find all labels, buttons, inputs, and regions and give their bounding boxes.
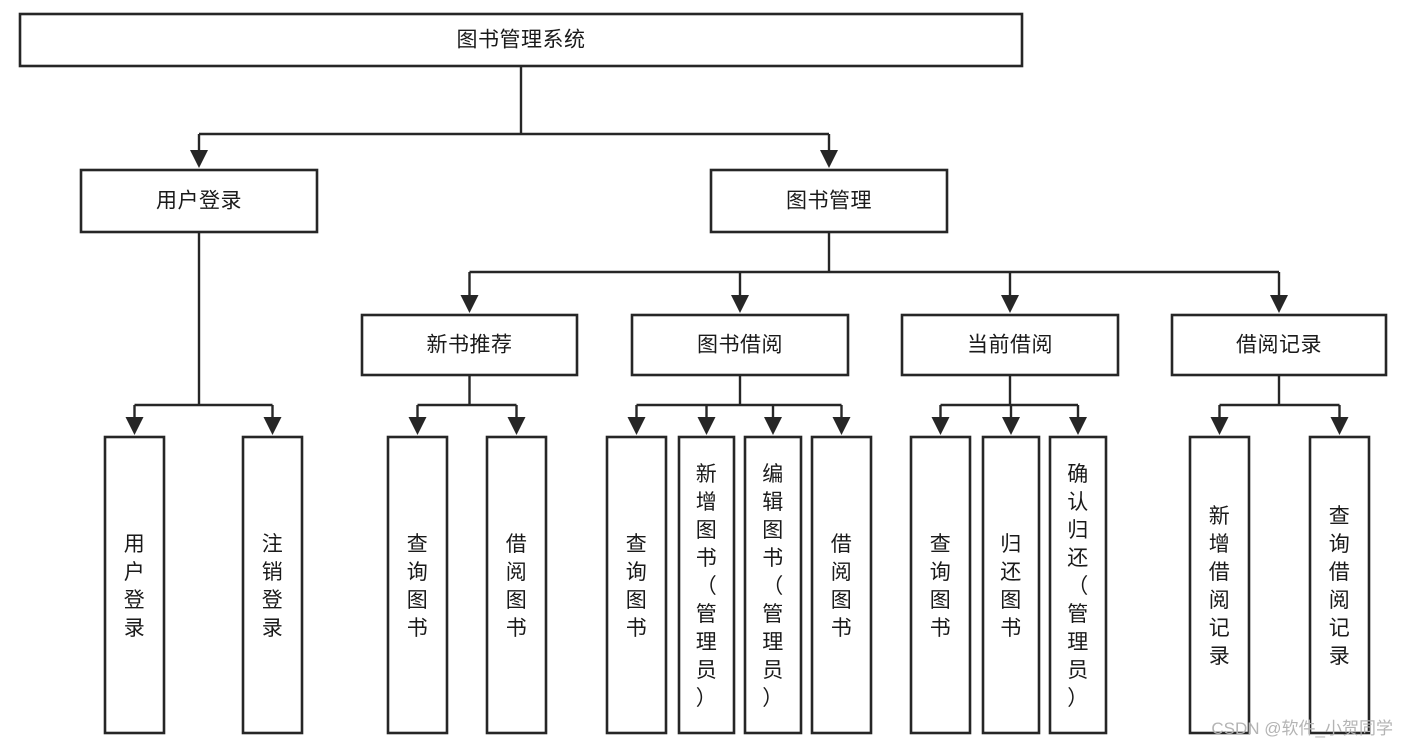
- node-leaf-1-label: 注销登录: [262, 533, 284, 640]
- arrow-head-icon: [1210, 417, 1229, 435]
- arrow-head-icon: [1330, 417, 1349, 435]
- node-leaf-12[interactable]: 查询借阅记录: [1308, 435, 1371, 735]
- arrow-head-icon: [190, 150, 208, 168]
- node-leaf-5-label: 新增图书（管理员）: [696, 463, 718, 710]
- node-level2-1-label: 图书借阅: [697, 334, 783, 357]
- node-leaf-11-box[interactable]: [1188, 435, 1251, 735]
- node-leaf-10-label: 确认归还（管理员）: [1067, 463, 1089, 710]
- node-leaf-8[interactable]: 查询图书: [909, 435, 972, 735]
- node-level2-0-box[interactable]: [360, 313, 579, 377]
- arrow-head-icon: [832, 417, 851, 435]
- arrow-head-icon: [507, 417, 526, 435]
- node-leaf-3-label: 借阅图书: [506, 533, 528, 640]
- node-leaf-8-label: 查询图书: [930, 533, 952, 640]
- node-leaf-9[interactable]: 归还图书: [981, 435, 1041, 735]
- node-level1-1[interactable]: 图书管理: [709, 168, 949, 234]
- node-level2-3-label: 借阅记录: [1236, 334, 1322, 357]
- node-leaf-5-box[interactable]: [677, 435, 736, 735]
- node-level2-2-label: 当前借阅: [967, 334, 1053, 357]
- node-root-label: 图书管理系统: [457, 29, 586, 52]
- node-leaf-7-box[interactable]: [810, 435, 873, 735]
- node-leaf-8-box[interactable]: [909, 435, 972, 735]
- arrow-head-icon: [125, 417, 144, 435]
- node-leaf-5[interactable]: 新增图书（管理员）: [677, 435, 736, 735]
- node-root-box[interactable]: [18, 12, 1024, 68]
- node-leaf-3-box[interactable]: [485, 435, 548, 735]
- node-leaf-9-label: 归还图书: [1000, 533, 1022, 640]
- node-leaf-11[interactable]: 新增借阅记录: [1188, 435, 1251, 735]
- node-leaf-6[interactable]: 编辑图书（管理员）: [743, 435, 803, 735]
- node-level1-0-box[interactable]: [79, 168, 319, 234]
- node-root[interactable]: 图书管理系统: [18, 12, 1024, 68]
- arrow-head-icon: [764, 417, 782, 435]
- arrow-head-icon: [697, 417, 716, 435]
- arrow-head-icon: [1002, 417, 1020, 435]
- node-leaf-3[interactable]: 借阅图书: [485, 435, 548, 735]
- arrow-head-icon: [1270, 295, 1288, 313]
- node-leaf-4-box[interactable]: [605, 435, 668, 735]
- node-level2-1[interactable]: 图书借阅: [630, 313, 850, 377]
- node-level2-3-box[interactable]: [1170, 313, 1388, 377]
- arrow-head-icon: [627, 417, 646, 435]
- arrow-head-icon: [1069, 417, 1087, 435]
- node-leaf-12-box[interactable]: [1308, 435, 1371, 735]
- node-leaf-11-label: 新增借阅记录: [1209, 505, 1231, 668]
- node-level1-1-label: 图书管理: [786, 190, 872, 213]
- node-leaf-4[interactable]: 查询图书: [605, 435, 668, 735]
- node-leaf-2[interactable]: 查询图书: [386, 435, 449, 735]
- node-leaf-12-label: 查询借阅记录: [1329, 505, 1351, 668]
- node-level2-2[interactable]: 当前借阅: [900, 313, 1120, 377]
- arrow-head-icon: [408, 417, 427, 435]
- node-leaf-10-box[interactable]: [1048, 435, 1108, 735]
- arrow-head-icon: [931, 417, 950, 435]
- arrow-head-icon: [263, 417, 282, 435]
- node-level1-0[interactable]: 用户登录: [79, 168, 319, 234]
- node-leaf-2-box[interactable]: [386, 435, 449, 735]
- node-level1-0-label: 用户登录: [156, 190, 242, 213]
- node-leaf-6-label: 编辑图书（管理员）: [762, 463, 784, 710]
- node-leaf-0-label: 用户登录: [124, 533, 146, 640]
- node-leaf-1-box[interactable]: [241, 435, 304, 735]
- node-level2-1-box[interactable]: [630, 313, 850, 377]
- arrow-head-icon: [731, 295, 749, 313]
- node-leaf-2-label: 查询图书: [407, 533, 429, 640]
- node-leaf-7[interactable]: 借阅图书: [810, 435, 873, 735]
- watermark-label: CSDN @软件_小贺同学: [1211, 719, 1393, 738]
- node-level2-3[interactable]: 借阅记录: [1170, 313, 1388, 377]
- node-level2-2-box[interactable]: [900, 313, 1120, 377]
- node-leaf-0[interactable]: 用户登录: [103, 435, 166, 735]
- node-leaf-9-box[interactable]: [981, 435, 1041, 735]
- node-leaf-7-label: 借阅图书: [831, 533, 853, 640]
- node-leaf-0-box[interactable]: [103, 435, 166, 735]
- arrow-head-icon: [820, 150, 838, 168]
- arrow-head-icon: [1001, 295, 1019, 313]
- node-leaf-4-label: 查询图书: [626, 533, 648, 640]
- node-level1-1-box[interactable]: [709, 168, 949, 234]
- node-level2-0[interactable]: 新书推荐: [360, 313, 579, 377]
- node-level2-0-label: 新书推荐: [427, 334, 513, 357]
- node-leaf-10[interactable]: 确认归还（管理员）: [1048, 435, 1108, 735]
- node-leaf-6-box[interactable]: [743, 435, 803, 735]
- arrow-head-icon: [460, 295, 479, 313]
- node-leaf-1[interactable]: 注销登录: [241, 435, 304, 735]
